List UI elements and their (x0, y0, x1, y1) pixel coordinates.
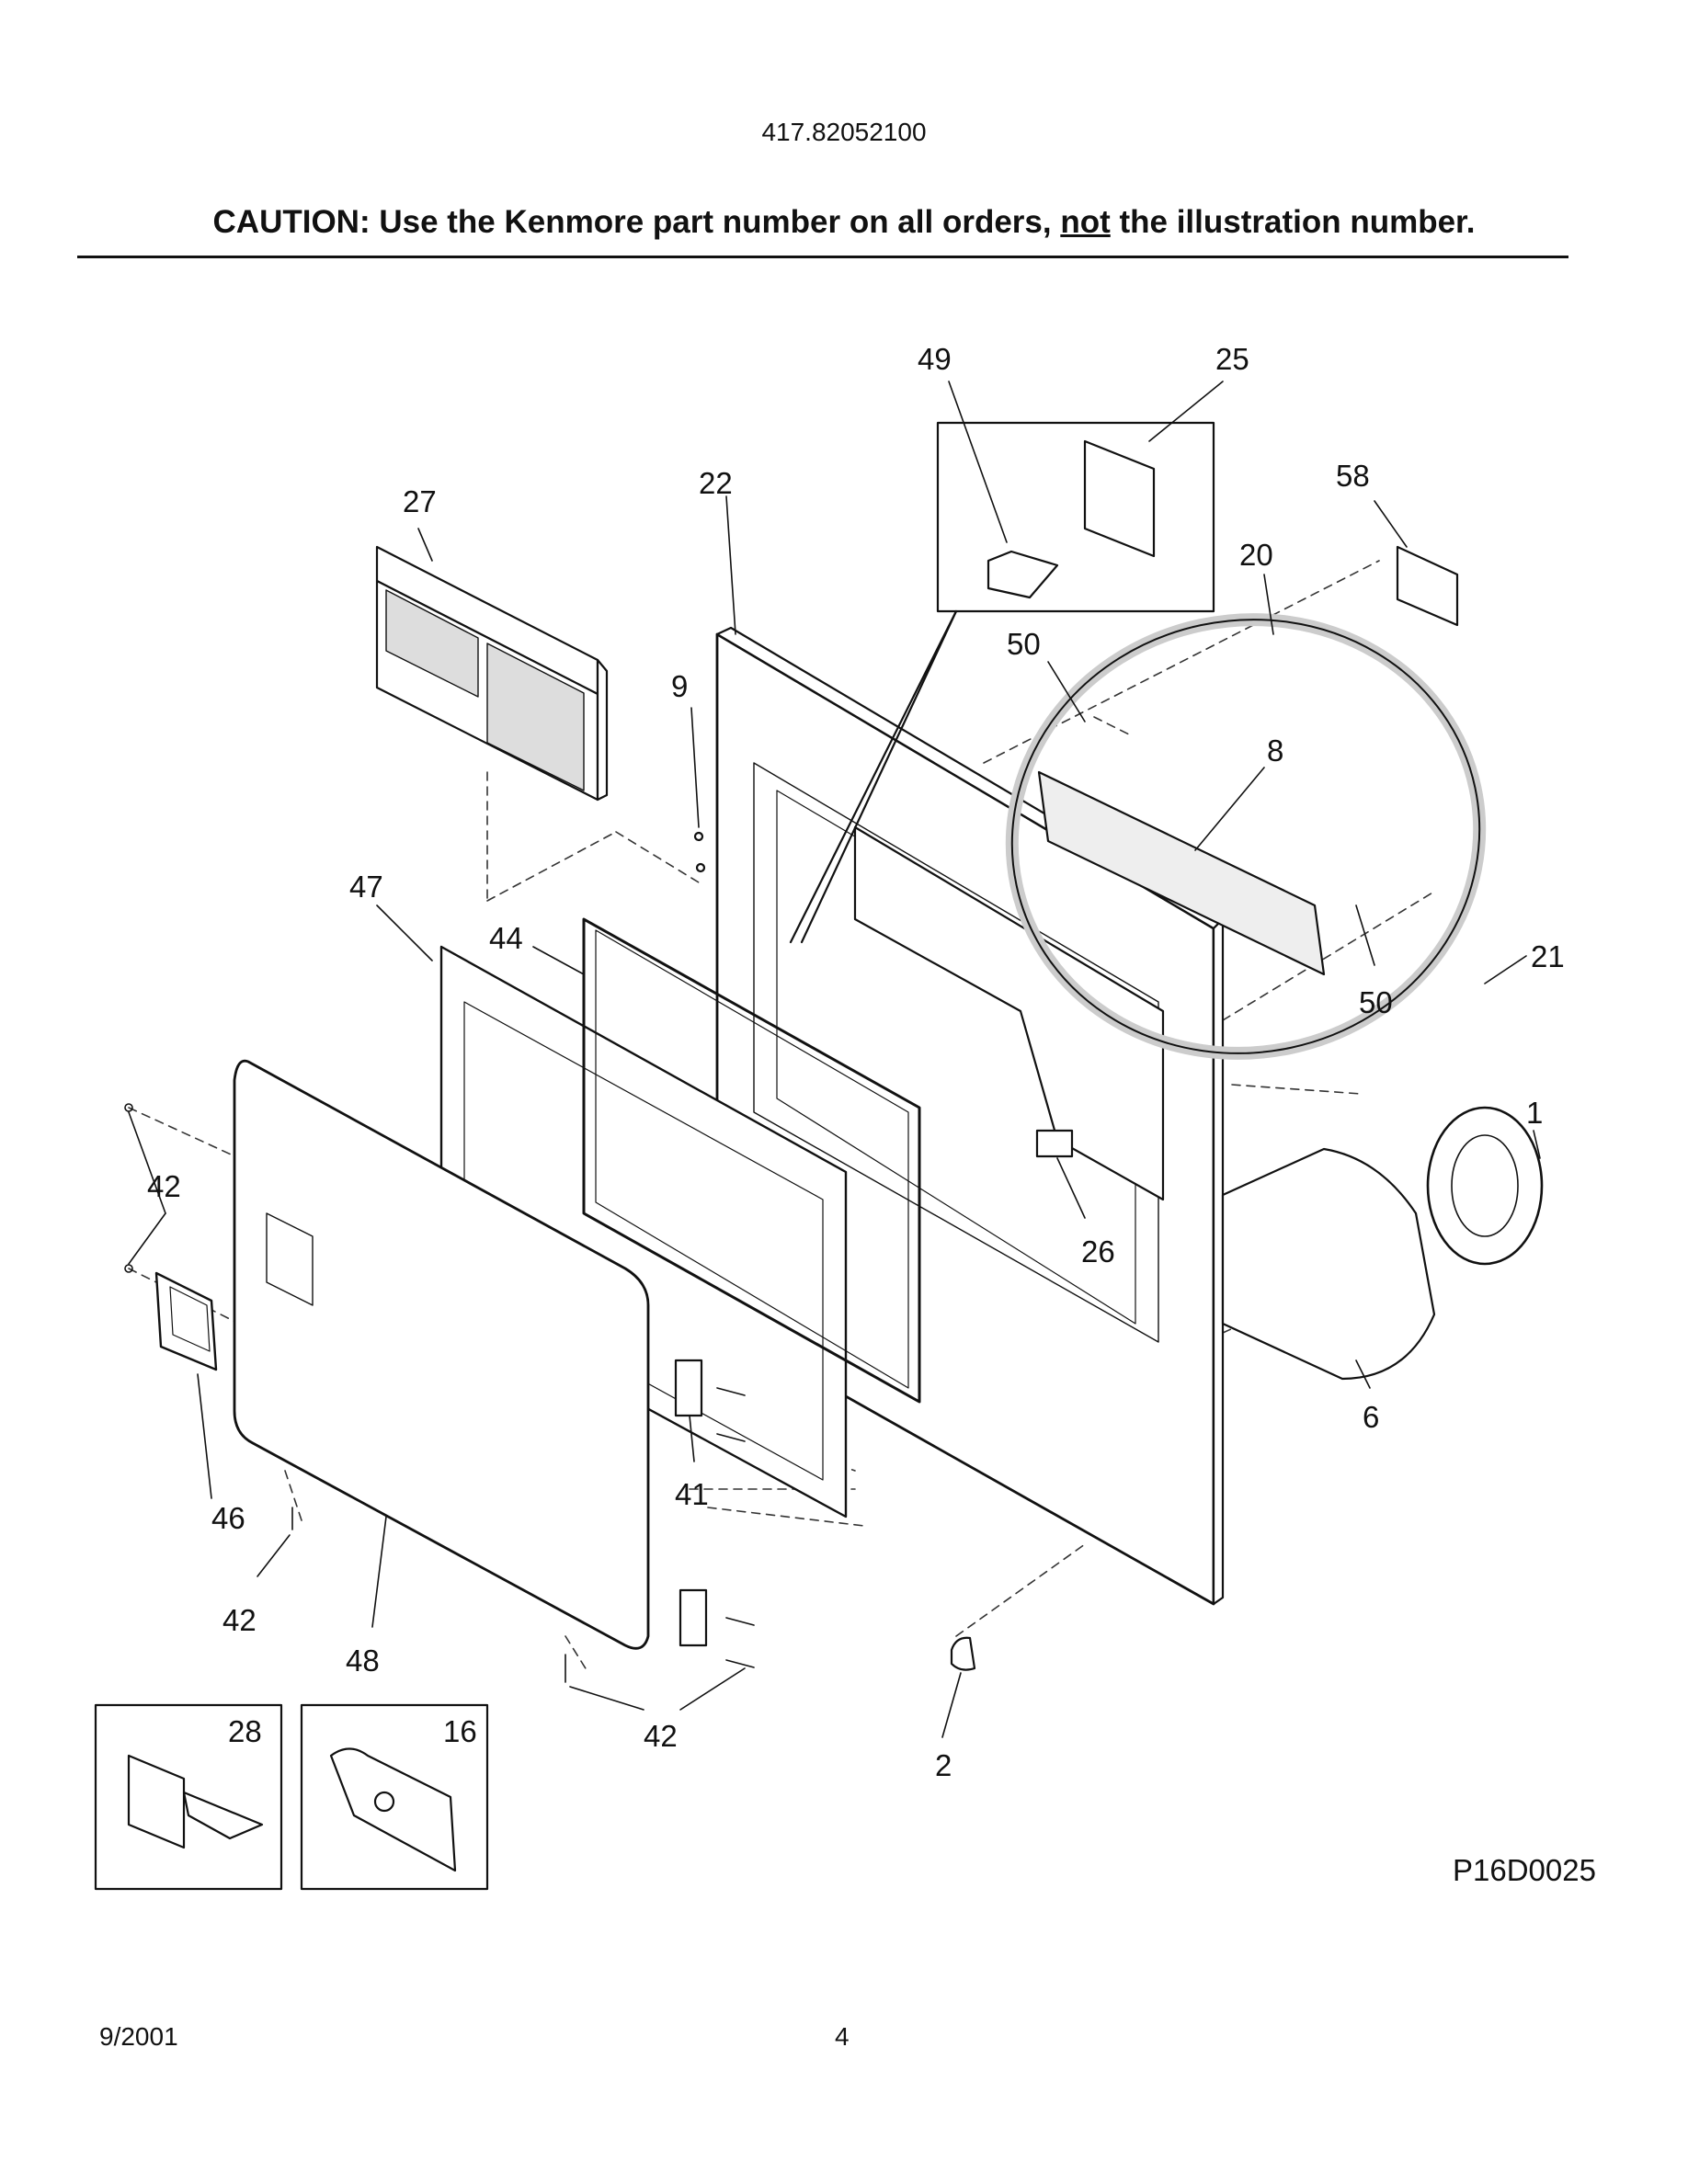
drawing-code: P16D0025 (1453, 1853, 1596, 1887)
footer-page-number: 4 (835, 2022, 850, 2051)
callout-42c: 42 (644, 1719, 678, 1753)
callout-27: 27 (403, 484, 437, 518)
caution-prefix: CAUTION: Use the Kenmore part number on … (212, 204, 1061, 240)
callout-1: 1 (1526, 1096, 1543, 1130)
callout-8: 8 (1267, 734, 1283, 768)
footer-date: 9/2001 (99, 2022, 178, 2051)
alignment-lines (128, 560, 1435, 1674)
callout-labels: 49 25 58 27 22 20 50 9 8 47 44 21 50 1 4… (147, 342, 1565, 1782)
callout-50b: 50 (1359, 985, 1393, 1019)
hinge-part-41 (674, 1359, 708, 1647)
caution-emphasis: not (1060, 204, 1111, 240)
callout-6: 6 (1363, 1400, 1379, 1434)
callout-26: 26 (1081, 1234, 1115, 1268)
latch-inset-box (789, 421, 1215, 944)
callout-21: 21 (1531, 939, 1565, 973)
callout-22: 22 (699, 466, 733, 500)
callout-42a: 42 (147, 1169, 181, 1203)
callout-2: 2 (935, 1748, 952, 1782)
door-gasket-part-44 (582, 917, 921, 1404)
leader-lines (128, 381, 1541, 1738)
header-divider (77, 256, 1568, 258)
callout-20: 20 (1239, 538, 1273, 572)
drum-seal-part-20-21 (1005, 613, 1487, 1060)
callout-44: 44 (489, 921, 523, 955)
callout-25: 25 (1215, 342, 1249, 376)
callout-46: 46 (211, 1501, 245, 1535)
lint-housing-part-8 (1037, 770, 1326, 976)
switch-part-58 (1396, 545, 1459, 627)
bearing-part-1 (1426, 1106, 1544, 1266)
callout-9: 9 (671, 669, 688, 703)
foot-part-2 (950, 1636, 976, 1671)
callout-48: 48 (346, 1644, 380, 1678)
caution-suffix: the illustration number. (1110, 204, 1476, 240)
callout-50a: 50 (1007, 627, 1041, 661)
outer-door-part-48 (233, 1059, 650, 1650)
inset-box-part-16 (300, 1703, 489, 1891)
door-switch-part-26 (1035, 1129, 1074, 1158)
handle-part-46 (154, 1271, 218, 1371)
duct-part-6 (1221, 1147, 1436, 1381)
callout-42b: 42 (222, 1603, 257, 1637)
screws-part-42 (124, 1103, 755, 1683)
caution-notice: CAUTION: Use the Kenmore part number on … (0, 204, 1688, 241)
inset-box-part-28 (94, 1703, 283, 1891)
callout-58: 58 (1336, 459, 1370, 493)
callout-41: 41 (675, 1477, 709, 1511)
lint-filter-part-27 (375, 545, 609, 802)
callout-28: 28 (228, 1714, 262, 1748)
callout-47: 47 (349, 870, 383, 904)
model-number: 417.82052100 (761, 118, 927, 146)
callout-49: 49 (918, 342, 952, 376)
callout-16: 16 (443, 1714, 477, 1748)
